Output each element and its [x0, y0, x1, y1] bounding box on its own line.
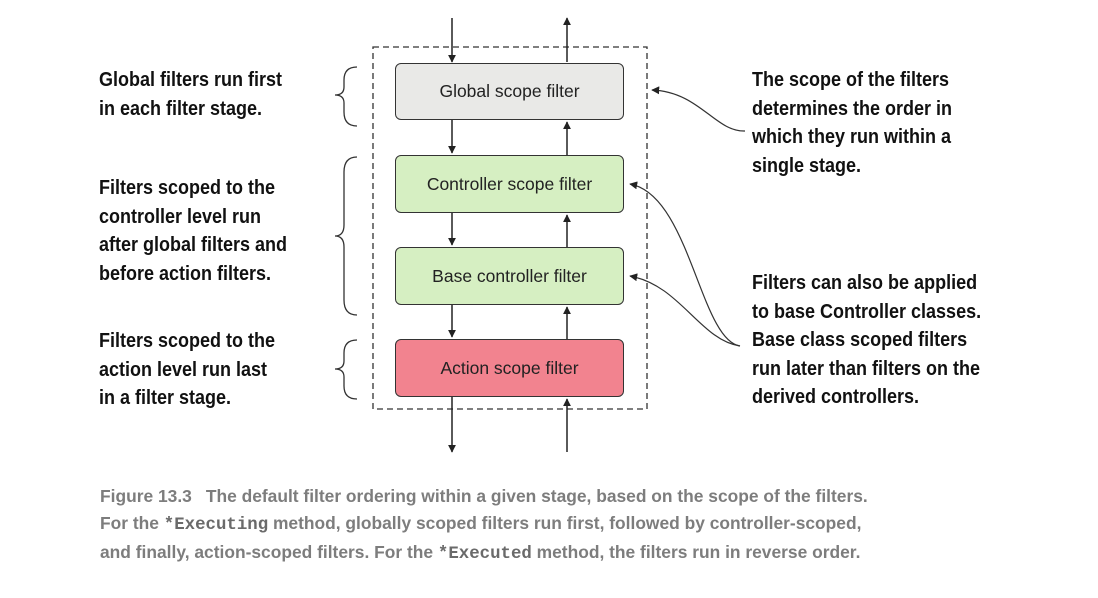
callout-line-base: [629, 273, 741, 347]
callout-line-scope: [651, 86, 746, 132]
caption-line-3: and finally, action-scoped filters. For …: [100, 542, 861, 564]
stage-boundary: [372, 46, 648, 410]
box-controller-scope-filter: Controller scope filter: [395, 155, 624, 213]
box-controller-label: Controller scope filter: [426, 173, 593, 194]
note-controller-filters: Filters scoped to the controller level r…: [99, 177, 288, 285]
note-base-controller: Filters can also be applied to base Cont…: [752, 272, 982, 408]
caption-line-2: For the *Executing method, globally scop…: [100, 512, 862, 535]
box-action-scope-filter: Action scope filter: [395, 339, 624, 397]
code-executed: *Executed: [437, 545, 532, 564]
box-global-scope-filter: Global scope filter: [395, 63, 624, 120]
note-global-filters: Global filters run first in each filter …: [99, 69, 283, 120]
note-action-filters: Filters scoped to the action level run l…: [99, 330, 276, 409]
code-executing: *Executing: [163, 515, 269, 535]
note-scope-order: The scope of the filters determines the …: [752, 69, 953, 177]
brace-controller: [334, 156, 358, 316]
callout-line-controller: [629, 181, 741, 347]
box-base-label: Base controller filter: [432, 265, 587, 286]
box-global-label: Global scope filter: [439, 81, 580, 101]
brace-action: [334, 339, 358, 400]
box-action-label: Action scope filter: [440, 357, 579, 378]
brace-global: [334, 66, 358, 127]
figure-number: Figure 13.3: [100, 486, 192, 506]
box-base-controller-filter: Base controller filter: [395, 247, 624, 305]
